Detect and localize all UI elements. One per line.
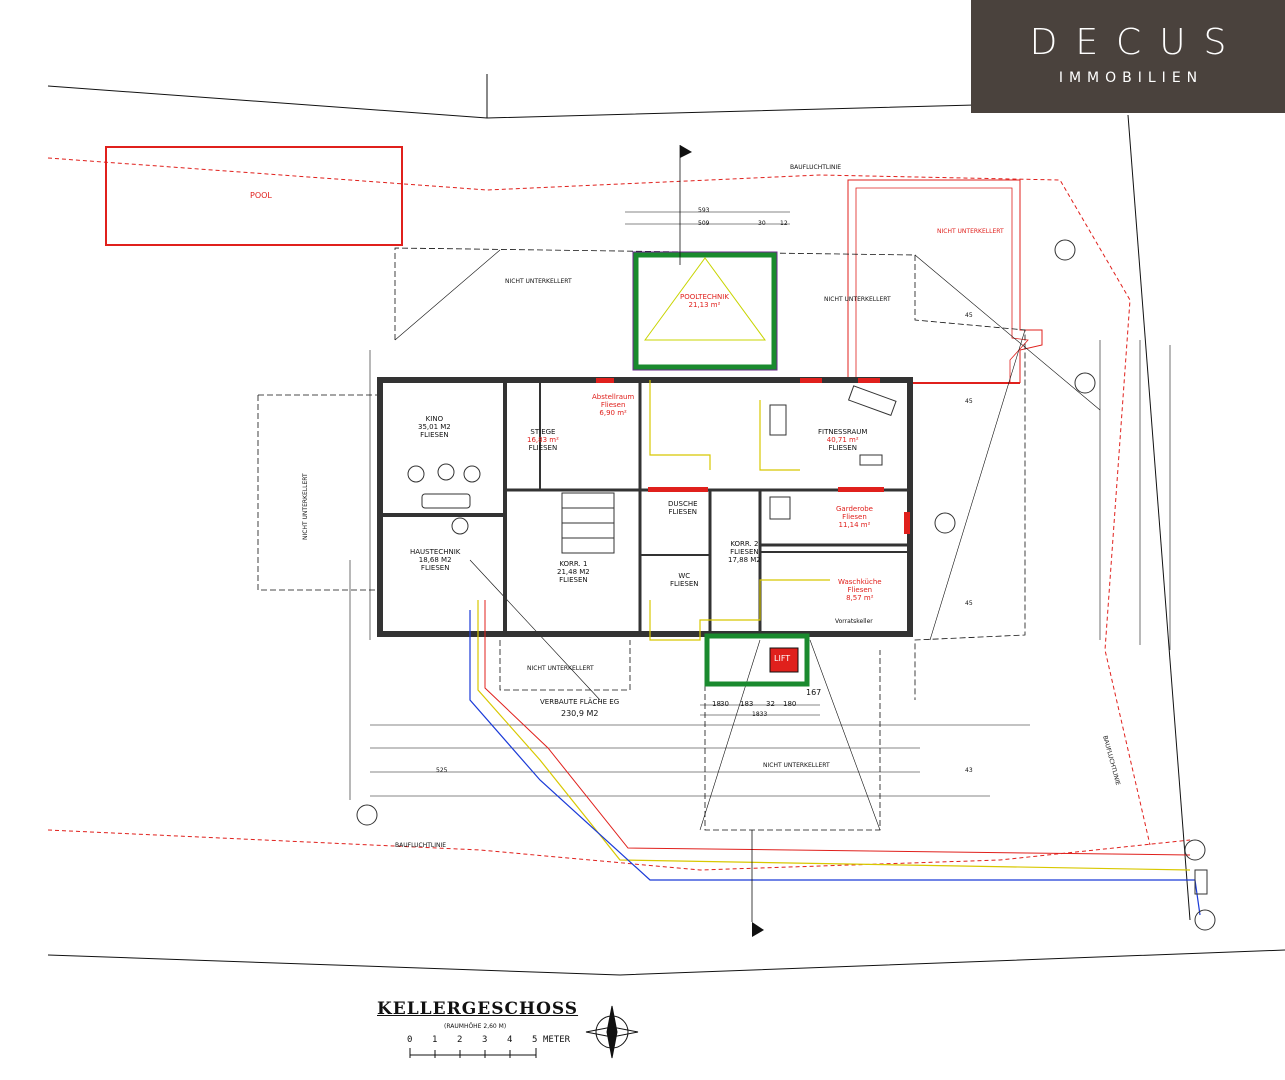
baufluchtlinie-bottom: BAUFLUCHTLINIE (395, 842, 447, 849)
brand-logo: DECUS IMMOBILIEN (971, 0, 1285, 113)
verbaute-flaeche-label: VERBAUTE FLÄCHE EG (540, 698, 620, 706)
basement-walls (377, 377, 913, 637)
nicht-unterkellert-label: NICHT UNTERKELLERT (302, 473, 309, 540)
pool-outline (105, 146, 403, 246)
setback-lines (47, 157, 1191, 871)
verbaute-flaeche-value: 230,9 M2 (561, 709, 599, 718)
dimension-label: 45 (965, 398, 973, 405)
scale-tick-label: 2 (457, 1035, 463, 1045)
service-lines (477, 380, 1191, 871)
fixtures (356, 239, 1216, 931)
dimension-label: 183 (740, 700, 754, 708)
nicht-unterkellert-red-label: NICHT UNTERKELLERT (937, 228, 1004, 235)
dimension-label: 43 (965, 767, 973, 774)
dimension-label: 45 (965, 312, 973, 319)
dimension-label: 180 (783, 700, 797, 708)
scale-bar (409, 1048, 537, 1058)
plan-subtitle: (RAUMHÖHE 2,60 M) (444, 1023, 507, 1030)
lift-label: LIFT (774, 654, 791, 663)
dimension-label: 167 (806, 688, 822, 697)
nicht-unterkellert-label: NICHT UNTERKELLERT (527, 665, 594, 672)
dimension-label: 32 (766, 700, 775, 708)
dimension-label: 45 (965, 600, 973, 607)
terrace-outline (847, 179, 1043, 383)
dimension-label: 1833 (752, 711, 768, 718)
dimension-label: 18 (712, 700, 721, 708)
scale-tick-label: 1 (432, 1035, 438, 1045)
nicht-unterkellert-label: NICHT UNTERKELLERT (505, 278, 572, 285)
dimension-label: 525 (436, 767, 448, 774)
compass-icon (585, 1005, 639, 1059)
scale-tick-label: 5 (532, 1035, 538, 1045)
vorrat-label: Vorratskeller (835, 618, 873, 625)
scale-tick-label: 4 (507, 1035, 513, 1045)
dimension-label: 30 (758, 220, 766, 227)
upper-floor-outline (257, 247, 1026, 831)
dimension-label: 30 (720, 700, 729, 708)
plan-title: KELLERGESCHOSS (377, 999, 579, 1019)
dimension-label: 593 (698, 207, 710, 214)
nicht-unterkellert-label: NICHT UNTERKELLERT (763, 762, 830, 769)
dimension-label: 12 (780, 220, 788, 227)
dimension-label: 509 (698, 220, 710, 227)
pool-label: POOL (250, 191, 272, 200)
scale-tick-label: 0 (407, 1035, 413, 1045)
lift-shaft (704, 633, 810, 687)
site-boundary (47, 74, 1285, 976)
scale-tick-label: 3 (482, 1035, 488, 1045)
dimension-lines (349, 211, 1171, 800)
pooltechnik-room (633, 252, 777, 370)
baufluchtlinie-top: BAUFLUCHTLINIE (790, 164, 842, 171)
brand-tagline: IMMOBILIEN (1058, 70, 1204, 86)
nicht-unterkellert-label: NICHT UNTERKELLERT (824, 296, 891, 303)
scale-unit: METER (543, 1035, 571, 1045)
brand-name: DECUS (1029, 22, 1245, 63)
